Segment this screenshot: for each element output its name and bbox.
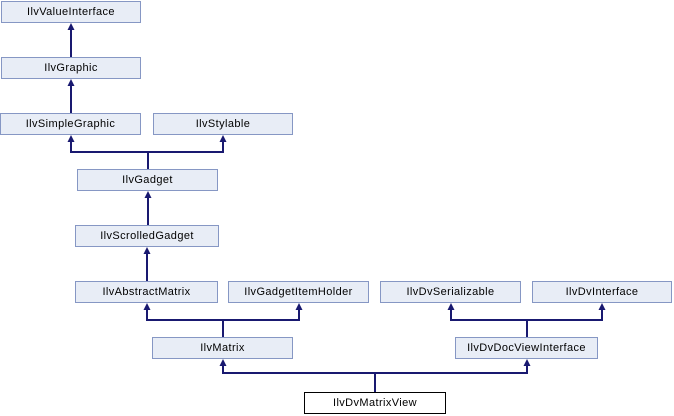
arrowhead-icon (67, 79, 75, 86)
class-node-ilvsimplegraphic[interactable]: IlvSimpleGraphic (0, 113, 141, 135)
arrowhead-icon (67, 23, 75, 30)
arrowhead-icon (143, 303, 151, 310)
class-node-ilvdvserializable[interactable]: IlvDvSerializable (380, 281, 521, 303)
arrowhead-icon (295, 303, 303, 310)
arrowhead-icon (144, 191, 152, 198)
class-node-ilvmatrix[interactable]: IlvMatrix (152, 337, 293, 359)
arrowhead-icon (598, 303, 606, 310)
arrowhead-icon (523, 359, 531, 366)
class-node-ilvdvdocviewinterface[interactable]: IlvDvDocViewInterface (455, 337, 598, 359)
class-node-ilvvalueinterface[interactable]: IlvValueInterface (1, 1, 141, 23)
arrowhead-icon (219, 359, 227, 366)
class-node-ilvgadget[interactable]: IlvGadget (77, 169, 218, 191)
arrowhead-icon (67, 135, 75, 142)
class-node-ilvdvmatrixview: IlvDvMatrixView (304, 392, 446, 414)
class-node-ilvabstractmatrix[interactable]: IlvAbstractMatrix (75, 281, 218, 303)
class-node-ilvgraphic[interactable]: IlvGraphic (1, 57, 141, 79)
class-node-ilvdvinterface[interactable]: IlvDvInterface (532, 281, 672, 303)
class-node-ilvgadgetitemholder[interactable]: IlvGadgetItemHolder (228, 281, 369, 303)
arrowhead-icon (447, 303, 455, 310)
arrowhead-icon (219, 135, 227, 142)
class-node-ilvscrolledgadget[interactable]: IlvScrolledGadget (75, 225, 219, 247)
class-node-ilvstylable[interactable]: IlvStylable (153, 113, 293, 135)
arrowhead-icon (143, 247, 151, 254)
